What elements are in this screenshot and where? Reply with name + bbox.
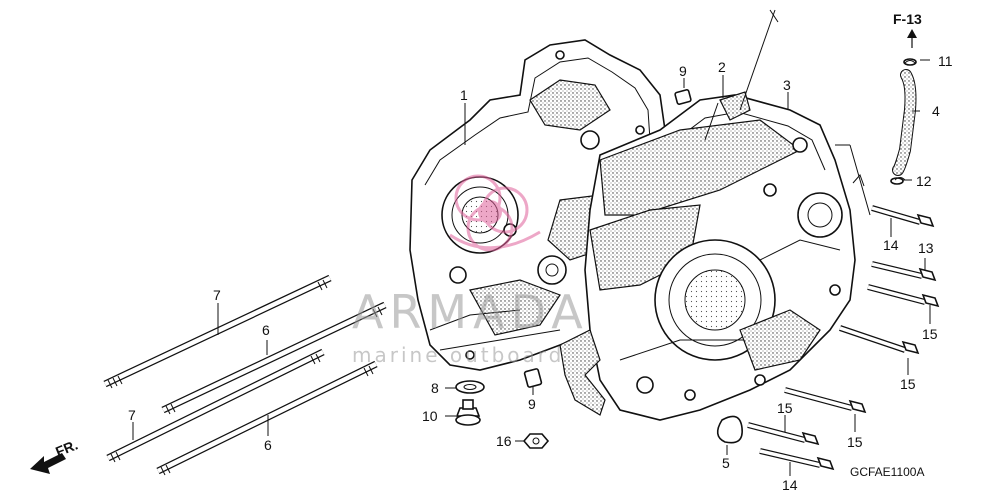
reference-f13: F-13 bbox=[893, 11, 922, 27]
callout-14b: 14 bbox=[782, 477, 798, 493]
stud-bolts bbox=[103, 274, 387, 476]
callout-9b: 9 bbox=[528, 396, 536, 412]
callout-16: 16 bbox=[496, 433, 512, 449]
watermark-title: ARMADA bbox=[352, 285, 589, 339]
callout-15a: 15 bbox=[922, 326, 938, 342]
callout-12: 12 bbox=[916, 173, 932, 189]
diagram-code: GCFAE1100A bbox=[850, 465, 924, 479]
callout-15b: 15 bbox=[900, 376, 916, 392]
callout-labels: 1 2 3 4 5 6 6 7 7 8 9 9 10 11 12 13 14 1… bbox=[128, 53, 953, 493]
front-label: FR. bbox=[53, 436, 80, 459]
left-crankcase bbox=[409, 39, 666, 371]
callout-3: 3 bbox=[783, 77, 791, 93]
front-arrow-icon bbox=[30, 453, 66, 474]
callout-15c: 15 bbox=[777, 400, 793, 416]
watermark-logo bbox=[449, 174, 541, 252]
callout-6a: 6 bbox=[262, 322, 270, 338]
callout-5: 5 bbox=[722, 455, 730, 471]
breather-hose bbox=[890, 58, 917, 185]
callout-9a: 9 bbox=[679, 63, 687, 79]
callout-4: 4 bbox=[932, 103, 940, 119]
callout-1: 1 bbox=[460, 87, 468, 103]
mounting-bracket bbox=[559, 329, 606, 416]
f13-arrow bbox=[907, 29, 917, 48]
callout-14a: 14 bbox=[883, 237, 899, 253]
right-crankcase bbox=[584, 94, 856, 421]
small-parts bbox=[455, 60, 916, 449]
callout-6b: 6 bbox=[264, 437, 272, 453]
callout-13: 13 bbox=[918, 240, 934, 256]
watermark-subtitle: marine outboard bbox=[352, 343, 564, 367]
callout-15d: 15 bbox=[847, 434, 863, 450]
leader-lines bbox=[132, 9, 931, 476]
callout-2: 2 bbox=[718, 59, 726, 75]
callout-7b: 7 bbox=[128, 407, 136, 423]
flange-bolts bbox=[747, 205, 940, 471]
callout-10: 10 bbox=[422, 408, 438, 424]
callout-7a: 7 bbox=[213, 287, 221, 303]
callout-8: 8 bbox=[431, 380, 439, 396]
callout-11: 11 bbox=[938, 53, 953, 69]
crankcase-gasket bbox=[704, 91, 751, 141]
